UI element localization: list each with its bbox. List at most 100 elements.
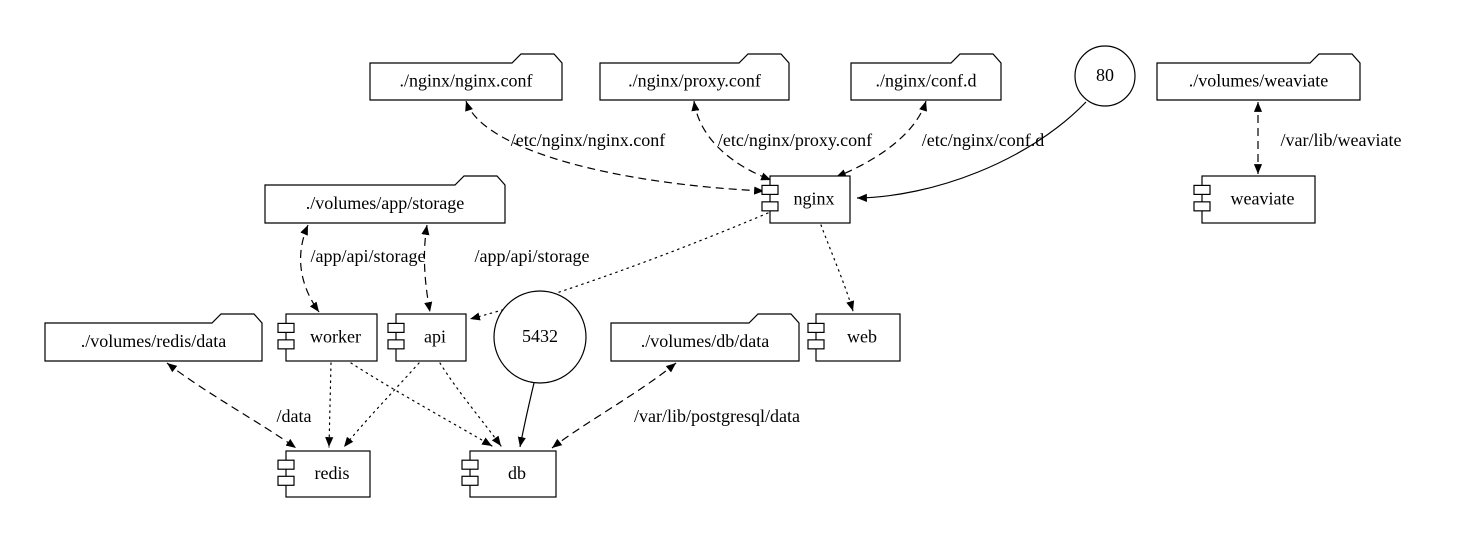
- edge-label: /etc/nginx/nginx.conf: [511, 130, 665, 150]
- edge-worker-redis: [325, 362, 334, 448]
- folder-shape: [850, 53, 1002, 101]
- edge-line-dashed: [551, 362, 677, 449]
- node-api-service: api: [387, 313, 467, 362]
- node-web-service: web: [807, 313, 901, 362]
- node-label: ./nginx/conf.d: [876, 71, 977, 91]
- edge-confd-nginx: /etc/nginx/conf.d: [835, 100, 1044, 178]
- edge-line-dotted: [469, 212, 769, 321]
- edge-dbdata-db: /var/lib/postgresql/data: [551, 362, 800, 449]
- component-body: [395, 313, 467, 362]
- folder-shape: [1156, 53, 1361, 101]
- edge-line-dotted: [820, 224, 855, 312]
- node-app-storage-volume: ./volumes/app/storage: [264, 175, 506, 224]
- node-label: ./volumes/app/storage: [306, 193, 464, 213]
- component-tab-icon: [387, 339, 405, 350]
- edge-worker-db: [350, 362, 493, 447]
- edge-line-dashed: [300, 224, 320, 313]
- node-label: 5432: [522, 326, 558, 346]
- component-tab-icon: [1193, 201, 1211, 212]
- node-redis-data-volume: ./volumes/redis/data: [44, 313, 263, 362]
- component-tab-icon: [387, 322, 405, 333]
- edge-label: /var/lib/postgresql/data: [634, 406, 800, 426]
- node-nginx-conf-volume: ./nginx/nginx.conf: [369, 53, 563, 101]
- component-tab-icon: [807, 322, 825, 333]
- node-label: ./nginx/nginx.conf: [400, 71, 533, 91]
- component-body: [285, 313, 378, 362]
- node-label: 80: [1096, 65, 1114, 85]
- component-tab-icon: [761, 201, 779, 212]
- edges-layer: /etc/nginx/nginx.conf/etc/nginx/proxy.co…: [166, 100, 1401, 449]
- node-label: web: [847, 327, 877, 347]
- node-db-service: db: [461, 450, 557, 498]
- edge-port5432-db: [517, 382, 535, 448]
- node-redis-service: redis: [277, 450, 371, 498]
- node-label: nginx: [793, 189, 834, 209]
- edge-line-dotted: [343, 362, 420, 448]
- edge-nginxconf-nginx: /etc/nginx/nginx.conf: [465, 100, 765, 195]
- edge-line-dotted: [350, 362, 493, 447]
- node-weaviate-volume: ./volumes/weaviate: [1156, 53, 1361, 101]
- edge-nginx-api: [469, 212, 769, 321]
- folder-shape: [44, 313, 263, 362]
- edge-line-dashed: [166, 362, 297, 449]
- node-label: weaviate: [1231, 189, 1295, 209]
- component-body: [469, 450, 557, 498]
- port-circle-shape: [493, 290, 587, 384]
- edge-label: /app/api/storage: [311, 246, 426, 266]
- edge-storage-api: /app/api/storage: [421, 224, 590, 313]
- component-tab-icon: [277, 459, 295, 470]
- edge-label: /app/api/storage: [475, 246, 590, 266]
- component-tab-icon: [807, 339, 825, 350]
- edge-line-solid: [856, 101, 1087, 202]
- node-label: ./volumes/redis/data: [81, 331, 226, 351]
- component-body: [815, 313, 901, 362]
- edge-line-dashed: [691, 100, 772, 181]
- component-tab-icon: [277, 322, 295, 333]
- edge-line-dashed: [835, 100, 927, 178]
- component-tab-icon: [461, 459, 479, 470]
- node-label: ./volumes/weaviate: [1189, 71, 1328, 91]
- edge-weaviatevol-weav: /var/lib/weaviate: [1253, 102, 1401, 174]
- folder-shape: [610, 313, 800, 362]
- edge-line-dotted: [325, 362, 334, 448]
- component-tab-icon: [761, 184, 779, 195]
- component-body: [769, 175, 851, 224]
- node-worker-service: worker: [277, 313, 378, 362]
- edge-storage-worker: /app/api/storage: [300, 224, 426, 313]
- component-tab-icon: [461, 475, 479, 486]
- component-body: [285, 450, 371, 498]
- edge-api-redis: [343, 362, 420, 448]
- edge-line-dashed: [421, 224, 433, 313]
- component-tab-icon: [1193, 184, 1211, 195]
- component-body: [1201, 175, 1316, 224]
- node-label: ./nginx/proxy.conf: [628, 71, 761, 91]
- node-nginx-service: nginx: [761, 175, 851, 224]
- folder-shape: [369, 53, 563, 101]
- node-weaviate-service: weaviate: [1193, 175, 1316, 224]
- edge-label: /data: [277, 406, 312, 426]
- edge-proxyconf-nginx: /etc/nginx/proxy.conf: [691, 100, 872, 181]
- edge-label: /etc/nginx/proxy.conf: [718, 130, 872, 150]
- component-tab-icon: [277, 475, 295, 486]
- node-label: ./volumes/db/data: [641, 331, 769, 351]
- node-label: db: [508, 463, 526, 483]
- node-confd-volume: ./nginx/conf.d: [850, 53, 1002, 101]
- nodes-layer: ./nginx/nginx.conf ./nginx/proxy.conf ./ng…: [44, 45, 1361, 498]
- edge-redisdata-redis: /data: [166, 362, 312, 449]
- node-label: api: [424, 327, 446, 347]
- edge-label: /etc/nginx/conf.d: [922, 130, 1044, 150]
- node-port-80: 80: [1074, 45, 1136, 107]
- folder-shape: [264, 175, 506, 224]
- node-db-data-volume: ./volumes/db/data: [610, 313, 800, 362]
- node-proxy-conf-volume: ./nginx/proxy.conf: [599, 53, 790, 101]
- node-label: redis: [315, 463, 350, 483]
- edge-line-solid: [517, 382, 535, 448]
- component-tab-icon: [277, 339, 295, 350]
- node-label: worker: [310, 327, 361, 347]
- edge-port80-nginx: [856, 101, 1087, 202]
- edge-line-dashed: [465, 100, 765, 195]
- node-port-5432: 5432: [493, 290, 587, 384]
- port-circle-shape: [1074, 45, 1136, 107]
